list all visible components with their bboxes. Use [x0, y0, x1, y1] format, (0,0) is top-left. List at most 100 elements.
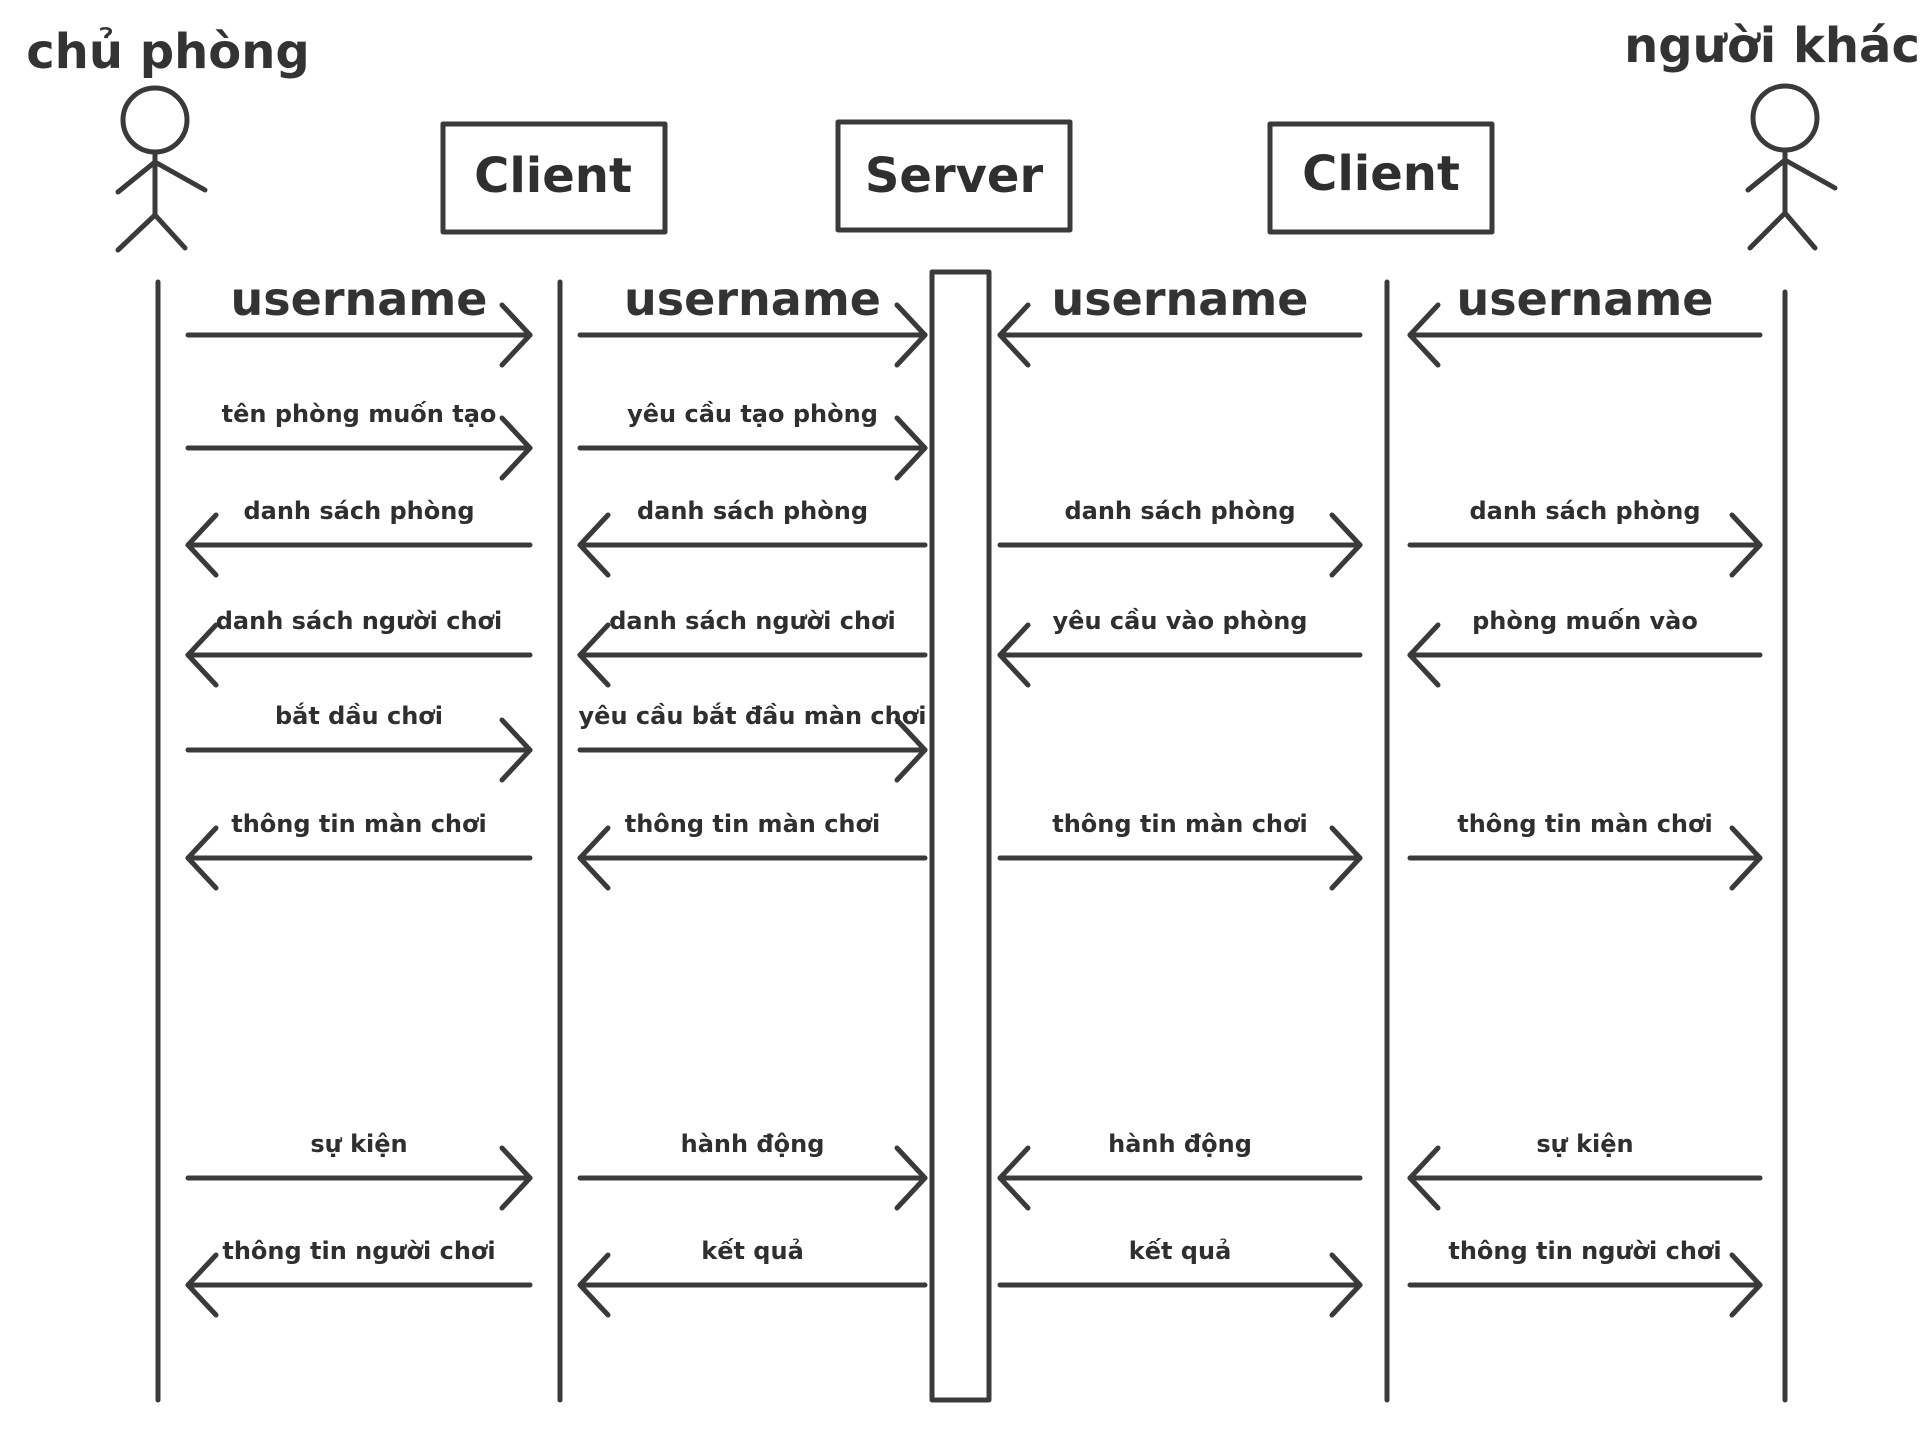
arrow-right-icon — [1729, 512, 1763, 578]
message-label: username — [1052, 272, 1309, 326]
arrow-left-icon — [1407, 302, 1441, 368]
message-label: thông tin màn chơi — [625, 810, 880, 838]
server-label: Server — [865, 148, 1044, 204]
messages: username username username username tên phòn… — [185, 272, 1763, 1318]
arrow-right-icon — [1729, 825, 1763, 891]
arrow-left-icon — [577, 622, 611, 688]
message-m12: danh sách người chơi — [577, 607, 928, 688]
arrow-left-icon — [185, 825, 219, 891]
message-m03: username — [997, 272, 1363, 368]
message-label: kết quả — [1129, 1237, 1232, 1265]
arrow-left-icon — [1407, 1145, 1441, 1211]
message-m14: phòng muốn vào — [1407, 607, 1763, 688]
arrow-right-icon — [1329, 1252, 1363, 1318]
stick-figure-icon — [1745, 83, 1838, 251]
arrow-left-icon — [997, 1145, 1031, 1211]
arrow-left-icon — [185, 1252, 219, 1318]
message-label: tên phòng muốn tạo — [222, 400, 497, 428]
arrow-left-icon — [577, 825, 611, 891]
arrow-left-icon — [577, 512, 611, 578]
message-m01: username — [185, 272, 533, 368]
server-activation-bar — [929, 269, 992, 1403]
actor-right-label: người khác — [1624, 18, 1920, 74]
message-label: danh sách phòng — [637, 497, 868, 525]
arrow-left-icon — [577, 1252, 611, 1318]
message-m26: kết quả — [577, 1237, 928, 1318]
arrow-left-icon — [997, 302, 1031, 368]
arrow-left-icon — [1407, 622, 1441, 688]
message-label: hành động — [1108, 1130, 1252, 1158]
message-m08: danh sách phòng — [577, 497, 928, 578]
message-label: danh sách người chơi — [609, 607, 896, 635]
message-label: yêu cầu bắt đầu màn chơi — [579, 701, 927, 730]
arrow-right-icon — [499, 717, 533, 783]
message-m10: danh sách phòng — [1407, 497, 1763, 578]
message-label: yêu cầu vào phòng — [1053, 607, 1308, 635]
message-m18: thông tin màn chơi — [577, 810, 928, 891]
actor-left-label: chủ phòng — [26, 24, 310, 80]
arrow-right-icon — [499, 415, 533, 481]
message-m22: hành động — [577, 1130, 928, 1211]
message-m16: yêu cầu bắt đầu màn chơi — [577, 701, 928, 783]
message-m04: username — [1407, 272, 1763, 368]
lifelines — [155, 269, 1788, 1403]
message-label: phòng muốn vào — [1472, 607, 1698, 635]
message-label: username — [624, 272, 881, 326]
client-right-label: Client — [1302, 146, 1460, 202]
message-label: thông tin màn chơi — [231, 810, 486, 838]
arrow-right-icon — [894, 302, 928, 368]
message-label: kết quả — [701, 1237, 804, 1265]
message-label: sự kiện — [310, 1130, 407, 1158]
client-left-label: Client — [474, 148, 632, 204]
message-m28: thông tin người chơi — [1407, 1237, 1763, 1318]
message-label: hành động — [681, 1130, 825, 1158]
arrow-right-icon — [499, 302, 533, 368]
arrow-right-icon — [1729, 1252, 1763, 1318]
message-m05: tên phòng muốn tạo — [185, 400, 533, 481]
message-label: danh sách phòng — [1064, 497, 1295, 525]
message-label: danh sách phòng — [1469, 497, 1700, 525]
arrow-right-icon — [894, 1145, 928, 1211]
message-m11: danh sách người chơi — [185, 607, 533, 688]
participant-server: Server — [835, 119, 1073, 233]
message-label: username — [1457, 272, 1714, 326]
message-label: sự kiện — [1536, 1130, 1633, 1158]
participant-client-left: Client — [440, 121, 668, 235]
message-m15: bắt dầu chơi — [185, 701, 533, 783]
message-label: thông tin người chơi — [1448, 1237, 1721, 1265]
arrow-right-icon — [894, 717, 928, 783]
message-m19: thông tin màn chơi — [997, 810, 1363, 891]
message-m21: sự kiện — [185, 1130, 533, 1211]
message-label: danh sách phòng — [243, 497, 474, 525]
arrow-right-icon — [1329, 512, 1363, 578]
message-m07: danh sách phòng — [185, 497, 533, 578]
arrow-right-icon — [1329, 825, 1363, 891]
message-label: thông tin màn chơi — [1052, 810, 1307, 838]
message-m20: thông tin màn chơi — [1407, 810, 1763, 891]
message-label: thông tin màn chơi — [1457, 810, 1712, 838]
message-m23: hành động — [997, 1130, 1363, 1211]
message-m09: danh sách phòng — [997, 497, 1363, 578]
arrow-left-icon — [185, 622, 219, 688]
message-label: thông tin người chơi — [222, 1237, 495, 1265]
message-m13: yêu cầu vào phòng — [997, 607, 1363, 688]
participant-client-right: Client — [1267, 121, 1495, 235]
actor-left: chủ phòng — [26, 24, 310, 253]
arrow-left-icon — [185, 512, 219, 578]
stick-figure-icon — [115, 85, 208, 253]
message-m02: username — [577, 272, 928, 368]
message-m24: sự kiện — [1407, 1130, 1763, 1211]
message-label: yêu cầu tạo phòng — [627, 400, 878, 428]
message-m25: thông tin người chơi — [185, 1237, 533, 1318]
message-label: username — [231, 272, 488, 326]
actor-right: người khác — [1624, 18, 1920, 251]
arrow-right-icon — [499, 1145, 533, 1211]
arrow-right-icon — [894, 415, 928, 481]
message-m06: yêu cầu tạo phòng — [577, 400, 928, 481]
message-label: bắt dầu chơi — [275, 701, 443, 730]
message-m27: kết quả — [997, 1237, 1363, 1318]
arrow-left-icon — [997, 622, 1031, 688]
message-m17: thông tin màn chơi — [185, 810, 533, 891]
